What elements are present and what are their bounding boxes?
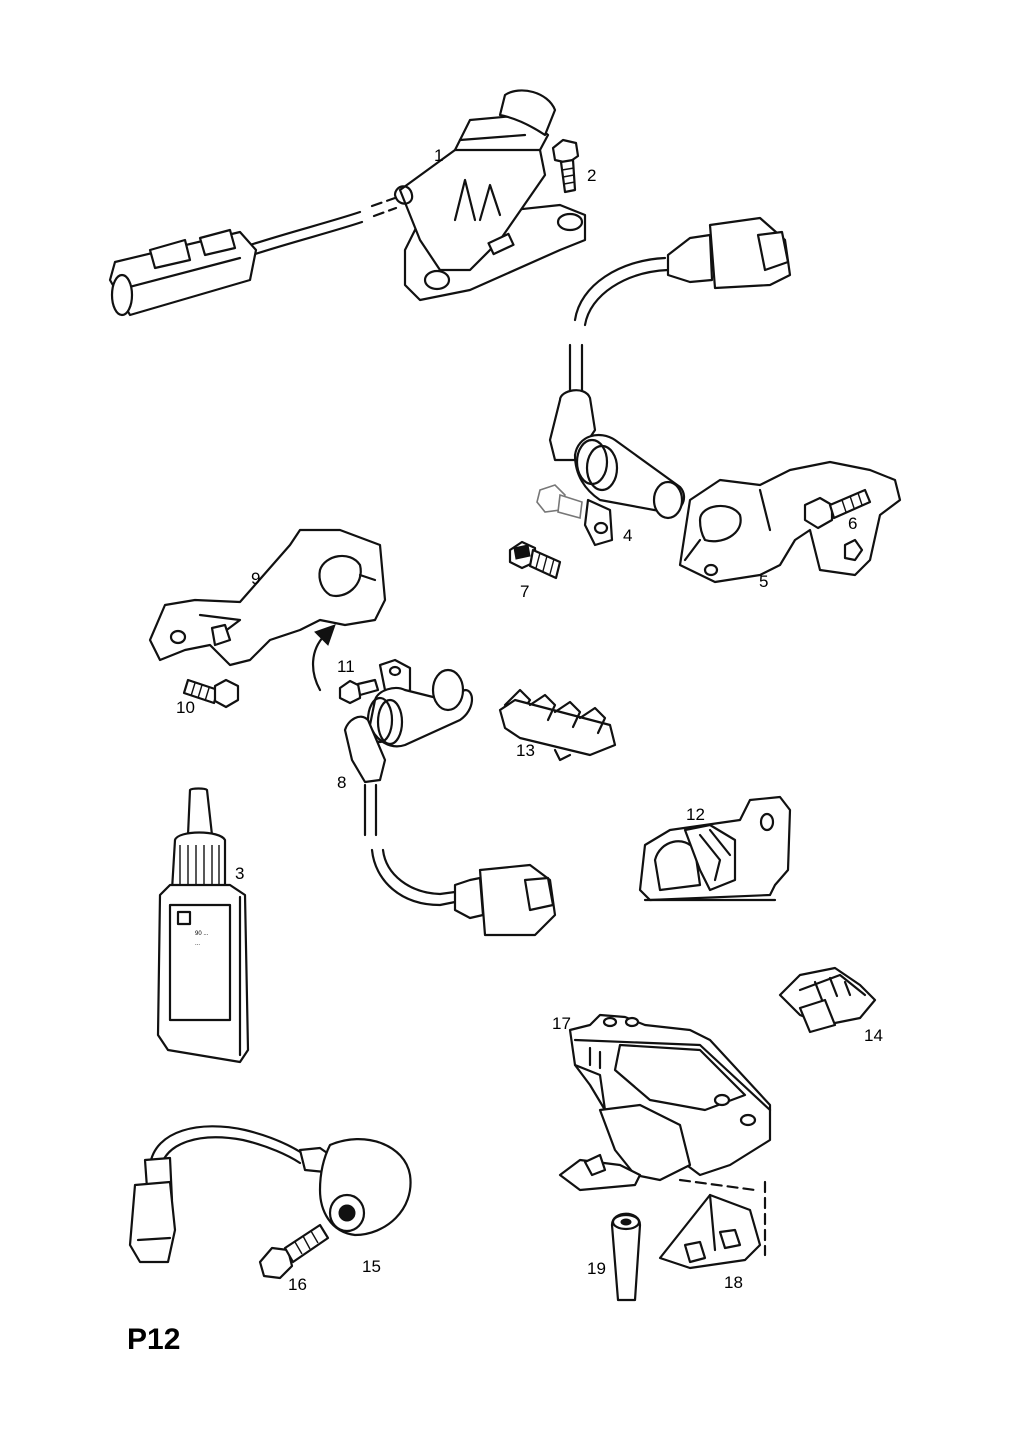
part-1-crank-sensor-drawing xyxy=(108,89,587,317)
part-label-3: 3 xyxy=(235,864,245,883)
bottle-label-line-2: ... xyxy=(195,941,200,947)
bottle-label-line-1: 90 ... xyxy=(195,931,209,937)
part-11-bolt-drawing xyxy=(338,678,380,705)
part-12-bracket-drawing xyxy=(638,795,792,902)
part-13-clip-drawing xyxy=(498,688,617,762)
part-10-bolt-drawing xyxy=(182,678,240,709)
part-4-cam-sensor-drawing xyxy=(536,216,792,547)
part-label-6: 6 xyxy=(848,514,858,533)
part-label-15: 15 xyxy=(362,1257,381,1276)
part-label-11: 11 xyxy=(337,657,355,676)
part-19-hose-drawing xyxy=(610,1212,642,1302)
part-label-19: 19 xyxy=(587,1259,606,1278)
page-code: P12 xyxy=(127,1323,181,1356)
part-8-cam-sensor-drawing xyxy=(343,658,557,937)
part-label-17: 17 xyxy=(552,1014,571,1033)
part-15-knock-sensor-drawing xyxy=(128,1125,412,1264)
part-label-4: 4 xyxy=(623,526,633,545)
part-14-clip-drawing xyxy=(778,966,877,1034)
part-label-13: 13 xyxy=(516,741,535,760)
part-label-8: 8 xyxy=(337,773,347,792)
part-label-16: 16 xyxy=(288,1275,307,1294)
part-label-5: 5 xyxy=(759,572,769,591)
part-6-bolt-drawing xyxy=(803,488,872,530)
part-label-7: 7 xyxy=(520,582,530,601)
part-16-bolt-drawing xyxy=(258,1223,330,1280)
part-9-bracket-drawing xyxy=(148,528,387,667)
part-18-bracket-drawing xyxy=(558,1153,767,1270)
part-17-module-drawing xyxy=(568,1013,772,1182)
fitting-arrow xyxy=(312,624,336,692)
part-label-2: 2 xyxy=(587,166,597,185)
part-label-1: 1 xyxy=(434,146,444,165)
part-label-9: 9 xyxy=(251,569,261,588)
part-2-bolt-drawing xyxy=(551,138,580,194)
part-3-bottle-drawing: 90 ... ... xyxy=(156,787,250,1064)
part-label-10: 10 xyxy=(176,698,195,717)
part-label-14: 14 xyxy=(864,1026,883,1045)
part-7-bolt-drawing xyxy=(508,540,562,580)
part-label-18: 18 xyxy=(724,1273,743,1292)
part-label-12: 12 xyxy=(686,805,705,824)
part-5-bracket-drawing xyxy=(678,460,902,584)
